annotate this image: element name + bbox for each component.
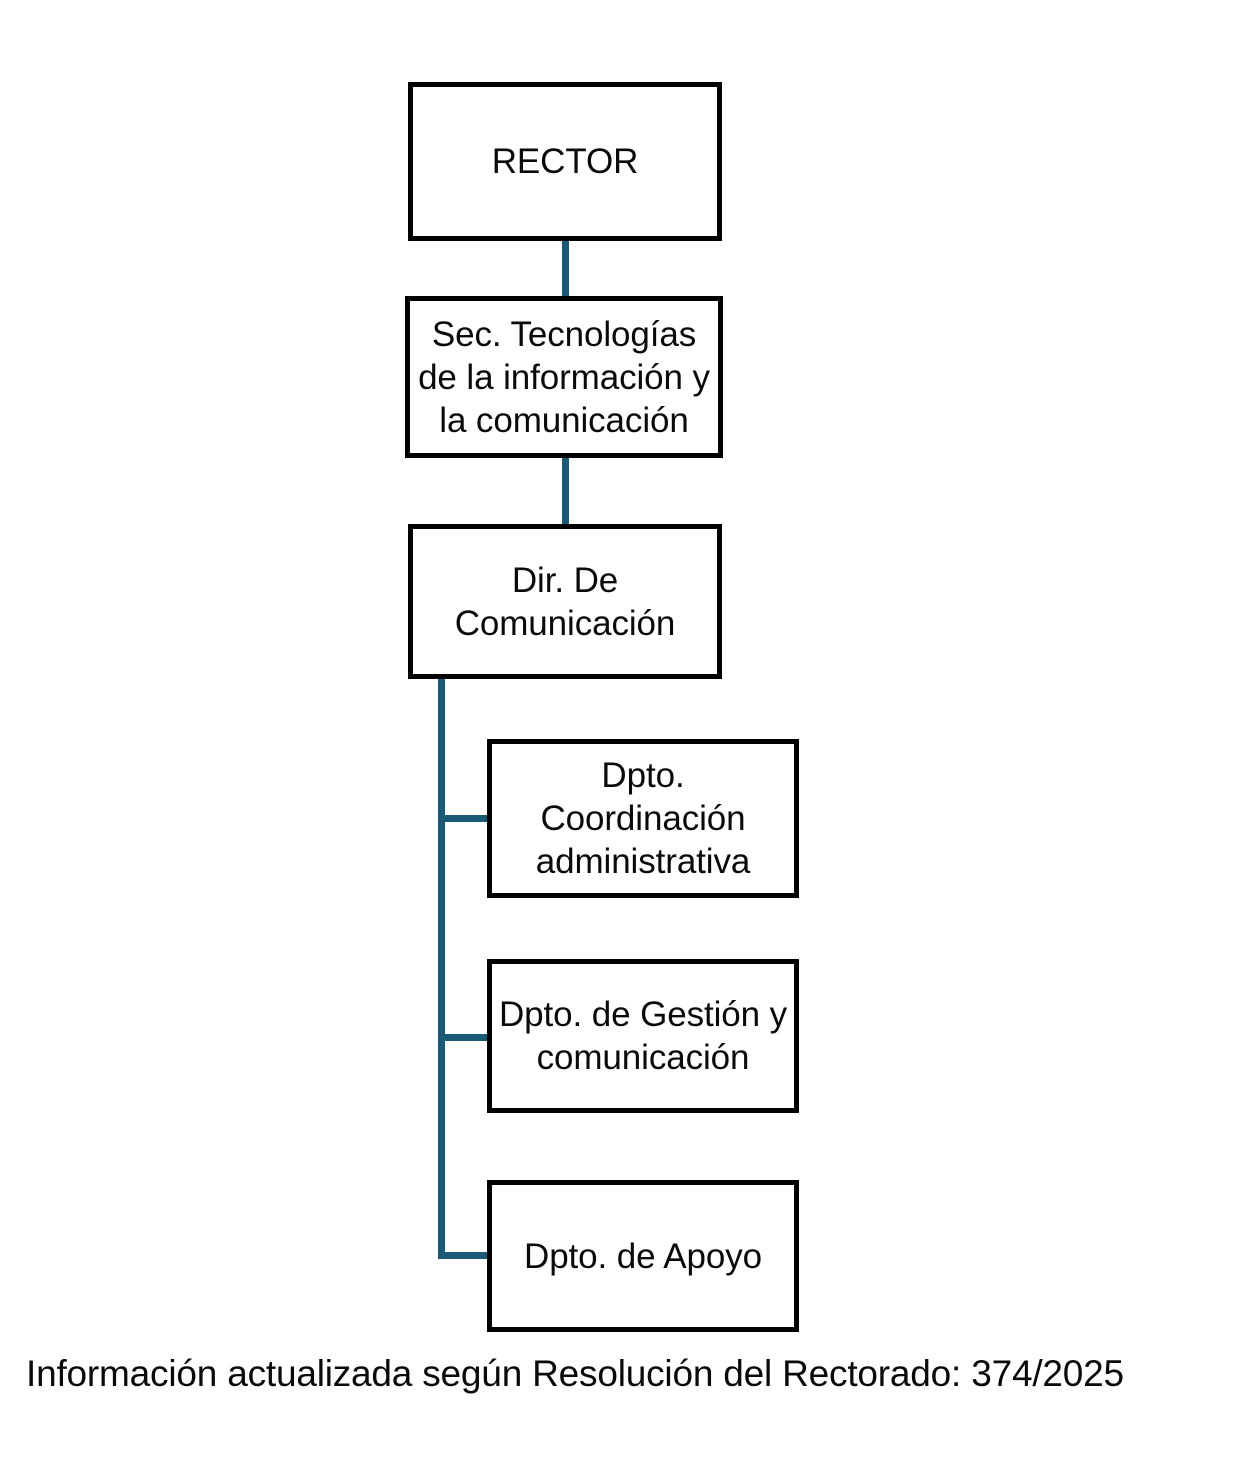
- footer-caption: Información actualizada según Resolución…: [26, 1353, 1124, 1394]
- node-dpto-apoyo[interactable]: Dpto. de Apoyo: [487, 1180, 799, 1332]
- node-dpto-gestion-comunicacion-label: Dpto. de Gestión y comunicación: [498, 995, 788, 1077]
- connector-secretaria-to-direccion: [562, 455, 569, 527]
- node-rector-label: RECTOR: [491, 142, 639, 181]
- connector-rector-to-secretaria: [562, 238, 569, 300]
- node-secretaria-tecnologias[interactable]: Sec. Tecnologías de la información y la …: [405, 296, 723, 458]
- connector-branch-dpto-gestion: [438, 1034, 492, 1041]
- node-dpto-apoyo-label: Dpto. de Apoyo: [524, 1236, 762, 1276]
- connector-branch-dpto-coordinacion: [438, 815, 492, 822]
- node-direccion-comunicacion-label: Dir. De Comunicación: [454, 560, 676, 643]
- node-dpto-gestion-comunicacion[interactable]: Dpto. de Gestión y comunicación: [487, 959, 799, 1113]
- connector-branch-dpto-apoyo: [438, 1252, 492, 1259]
- node-dpto-coordinacion-administrativa[interactable]: Dpto. Coordinación administrativa: [487, 739, 799, 898]
- node-dpto-coordinacion-administrativa-label: Dpto. Coordinación administrativa: [535, 756, 751, 881]
- node-rector[interactable]: RECTOR: [408, 82, 722, 241]
- node-direccion-comunicacion[interactable]: Dir. De Comunicación: [408, 524, 722, 679]
- node-secretaria-tecnologias-label: Sec. Tecnologías de la información y la …: [418, 314, 710, 440]
- connector-trunk-direccion-departments: [438, 676, 445, 1259]
